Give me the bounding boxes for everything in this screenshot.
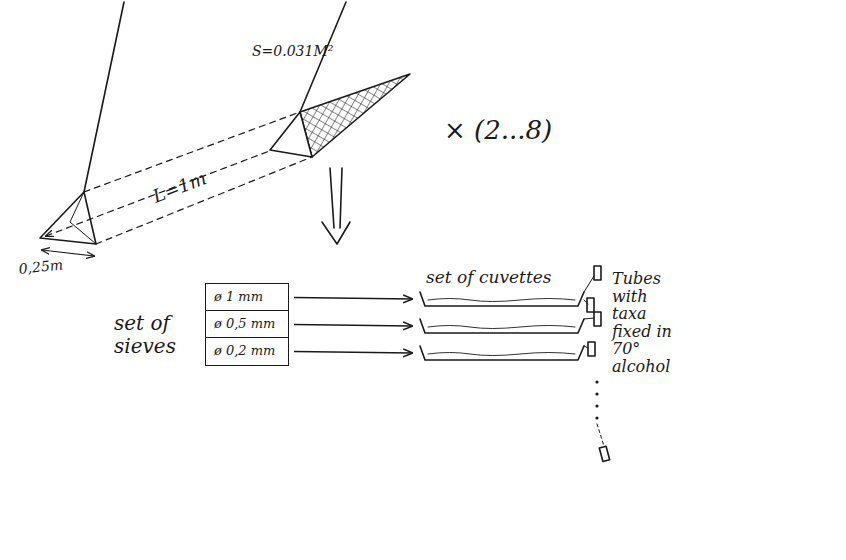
annotation-label: × (2...8) (444, 116, 552, 145)
dimension-arrow (46, 150, 272, 236)
annotation-label: L=1m (150, 168, 209, 206)
leader-line (584, 318, 594, 319)
net-frame (40, 192, 96, 244)
water (428, 299, 575, 302)
annotation-label: Tubes with taxa fixed in 70° alcohol (612, 270, 682, 376)
annotation-label: S=0.031M² (252, 44, 333, 59)
sieve-row: ø 0,5 mm (206, 311, 288, 338)
tow-line (96, 157, 312, 244)
tube (594, 312, 601, 326)
leader-line (597, 424, 604, 446)
annotation-label: 0,25m (18, 257, 64, 277)
flow-arrow (294, 325, 412, 327)
sieve-row: ø 1 mm (206, 284, 288, 311)
cuvette (420, 346, 584, 360)
pole (84, 2, 124, 192)
leader-line (584, 276, 594, 292)
tube (594, 266, 601, 280)
mesh-size: ø 1 mm (214, 289, 263, 304)
tube (587, 298, 594, 312)
water (428, 326, 575, 329)
flow-arrow (322, 168, 350, 244)
cuvette (420, 292, 584, 306)
stack-heading: set of sieves (114, 312, 192, 358)
tube (588, 342, 595, 356)
annotation-label: set of cuvettes (426, 268, 552, 287)
sieve-row: ø 0,2 mm (206, 338, 288, 365)
sieve-stack: set of sievesø 1 mmø 0,5 mmø 0,2 mm (205, 283, 289, 366)
mesh-size: ø 0,5 mm (214, 316, 275, 331)
mesh-size: ø 0,2 mm (214, 343, 275, 358)
net-bag (300, 74, 410, 157)
dimension-arrow (42, 250, 94, 256)
tube (599, 446, 609, 461)
water (428, 353, 575, 356)
flow-arrow (294, 298, 412, 300)
net-frame (270, 112, 312, 157)
flow-arrow (294, 352, 412, 354)
cuvette (420, 319, 584, 333)
ellipsis-dots (595, 380, 598, 419)
